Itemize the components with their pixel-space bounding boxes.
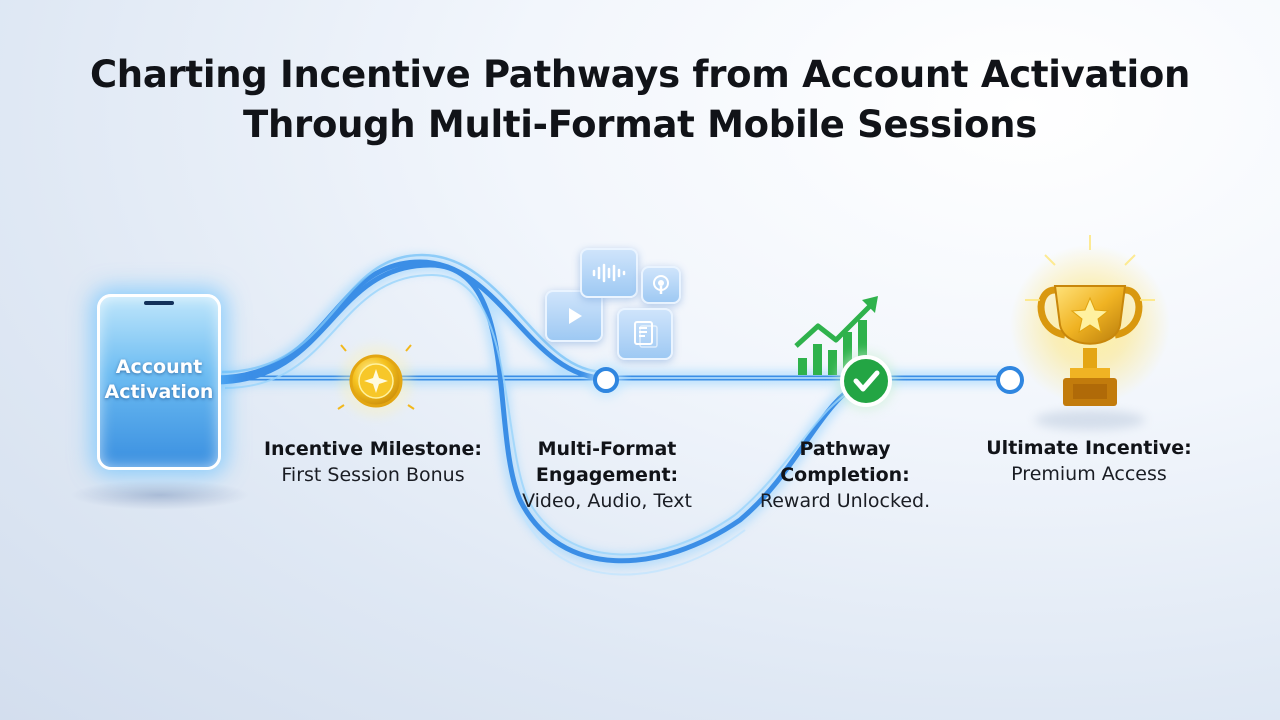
- audio-wave-icon: [580, 248, 638, 298]
- page-title: Charting Incentive Pathways from Account…: [0, 50, 1280, 150]
- step-heading: Ultimate Incentive:: [986, 437, 1192, 459]
- step-heading-line2: Engagement:: [535, 464, 679, 486]
- step-heading-line2: Completion:: [780, 464, 910, 486]
- step-detail: First Session Bonus: [281, 464, 465, 486]
- document-icon: [617, 308, 673, 360]
- star-coin-icon: [337, 344, 415, 417]
- checkmark-icon: [836, 351, 896, 411]
- bar-chart-growth-icon: [794, 296, 878, 375]
- page-title-line2: Through Multi-Format Mobile Sessions: [243, 103, 1037, 146]
- step-heading: Incentive Milestone:: [263, 438, 483, 460]
- phone-label: Account Activation: [100, 355, 218, 405]
- step-heading-line1: Pathway: [799, 438, 891, 460]
- trophy-star-icon: [1010, 235, 1170, 430]
- step-ultimate-incentive: Ultimate Incentive: Premium Access: [969, 435, 1209, 487]
- step-pathway-completion: Pathway Completion: Reward Unlocked.: [735, 436, 955, 514]
- step-detail: Video, Audio, Text: [522, 490, 692, 512]
- phone-shadow: [70, 480, 250, 510]
- step-incentive-milestone: Incentive Milestone: First Session Bonus: [258, 436, 488, 488]
- multi-format-node: [588, 362, 624, 398]
- video-play-icon: [545, 290, 603, 342]
- step-multi-format-engagement: Multi-Format Engagement: Video, Audio, T…: [497, 436, 717, 514]
- path-glow: [214, 254, 1010, 568]
- phone-label-line2: Activation: [104, 381, 214, 403]
- step-detail: Premium Access: [1011, 463, 1167, 485]
- lower-loop-path: [214, 262, 867, 564]
- step-heading-line1: Multi-Format: [537, 438, 677, 460]
- account-activation-phone: Account Activation: [97, 294, 221, 470]
- step-detail: Reward Unlocked.: [759, 490, 931, 512]
- end-node: [996, 366, 1024, 394]
- phone-label-line1: Account: [115, 356, 203, 378]
- upper-arc-path: [214, 259, 606, 381]
- podcast-icon: [641, 266, 681, 304]
- phone-notch: [144, 301, 174, 305]
- page-title-line1: Charting Incentive Pathways from Account…: [89, 53, 1191, 96]
